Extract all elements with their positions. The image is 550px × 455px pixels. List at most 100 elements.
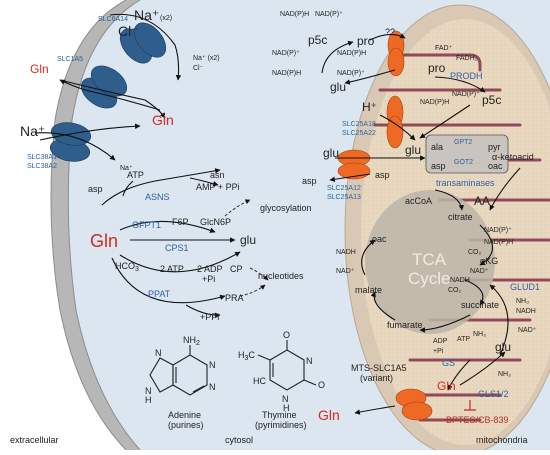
adenine-nh2: NH <box>183 335 196 345</box>
na-label-top: Na⁺ <box>134 7 159 23</box>
arrow-succinate-fumarate <box>419 314 471 333</box>
thymine-h3c-sub: 3 <box>245 355 249 362</box>
slc25a22-label: SLC25A22 <box>342 130 376 137</box>
cl-in: Cl⁻ <box>193 65 204 72</box>
malate-label: malate <box>355 285 382 295</box>
gln-cyto-bottom: Gln <box>318 407 340 423</box>
adenine-n1: N <box>209 360 216 370</box>
p5c-cyto: p5c <box>308 33 327 47</box>
nadp-3: NAD(P)⁺ <box>337 70 365 77</box>
asp-cyto-mid: asp <box>302 176 317 186</box>
adenine-name: Adenine <box>168 410 201 420</box>
label-cytosol: cytosol <box>225 435 253 445</box>
arrow-ppi-out <box>185 304 221 319</box>
atp-label: ATP <box>127 170 144 180</box>
arrow-pra-nucleotides <box>239 284 266 297</box>
asp-mito: asp <box>375 170 390 180</box>
nh3-3: NH₃ <box>498 371 511 378</box>
arrow-citrate-akg <box>479 224 494 266</box>
tca-cycle-zone <box>365 190 495 334</box>
gln-mito: Gln <box>437 379 456 393</box>
arrow-nucleotides <box>249 267 269 281</box>
glu-cyto-top: glu <box>330 80 346 94</box>
label-mitochondria: mitochondria <box>476 435 528 445</box>
gs-label: GS <box>442 358 455 368</box>
adenine-n9: N <box>145 386 152 396</box>
nadh-3: NADH <box>516 308 536 315</box>
arrow-atp-in <box>122 180 134 197</box>
asns-label: ASNS <box>145 192 170 202</box>
slc6a14-label: SLC6A14 <box>98 16 128 23</box>
adenine-nh2-sub: 2 <box>196 340 200 347</box>
f6p-label: F6P <box>172 217 189 227</box>
pra-label: PRA <box>225 293 244 303</box>
na-x2-in: Na⁺ (x2) <box>193 55 220 62</box>
arrow-glud1 <box>489 284 509 356</box>
thymine-o-bottom: O <box>318 380 325 390</box>
nh3-1: NH₃ <box>516 298 529 305</box>
x2-label-top: (x2) <box>160 15 172 22</box>
nadp-tca: NAD(P)⁺ <box>484 227 512 234</box>
arrow-ppat <box>111 257 226 304</box>
transaminases-label: transaminases <box>436 178 495 188</box>
adenine-structure <box>149 345 208 396</box>
gln-extracellular-top: Gln <box>30 62 49 76</box>
tca-label-2: Cycle <box>408 269 451 288</box>
thymine-hc: HC <box>253 376 266 386</box>
arrow-akg-succinate <box>464 279 486 306</box>
cp-label: CP <box>230 264 243 274</box>
nad-1: NAD⁺ <box>336 268 355 275</box>
pi-label-gs: +Pi <box>433 348 444 355</box>
citrate-label: citrate <box>448 212 473 222</box>
adenine-h: H <box>145 395 152 405</box>
succinate-label: succinate <box>461 300 499 310</box>
arrow-na-cl-in <box>109 13 182 81</box>
label-extracellular: extracellular <box>10 435 59 445</box>
amp-ppi-label: AMP + PPi <box>196 182 240 192</box>
nadh-1: NADH <box>336 249 356 256</box>
arrow-gln-out-mito <box>354 405 396 415</box>
unknown-transporter: ?? <box>385 27 395 37</box>
arrow-pro-in <box>369 33 406 41</box>
thymine-class: (pyrimidines) <box>255 420 307 430</box>
mitochondrion <box>344 4 550 455</box>
thymine-h3c: H <box>238 350 245 360</box>
arrow-glu-a18 <box>379 114 416 141</box>
nadp-2: NAD(P)⁺ <box>272 50 300 57</box>
arrow-pro-glu-cyto <box>344 69 396 85</box>
arrow-amp-out <box>189 177 219 187</box>
arrow-glycosylation <box>224 199 251 217</box>
tca-label-1: TCA <box>412 250 447 269</box>
pyr-label: pyr <box>488 142 501 152</box>
arrow-p5c-pro <box>321 40 354 74</box>
slc38a1-label: SLC38A1 <box>27 154 57 161</box>
adenine-n3: N <box>209 382 216 392</box>
akg-label: αKG <box>480 256 498 266</box>
aa-label: AA <box>474 194 490 208</box>
arrow-cp <box>119 251 241 273</box>
ppat-label: PPAT <box>148 289 171 299</box>
oac-box: oac <box>488 161 503 171</box>
nadph-1: NAD(P)H <box>280 11 309 18</box>
svg-text:H3C: H3C <box>238 350 255 362</box>
thymine-name: Thymine <box>262 410 297 420</box>
pro-cyto: pro <box>357 34 375 48</box>
a-ketoacid-label: α-ketoacid <box>492 152 534 162</box>
p5c-mito: p5c <box>482 93 501 107</box>
thymine-n-right: N <box>306 356 313 366</box>
arrow-asns <box>101 168 221 206</box>
hco3-label: HCO <box>115 261 135 271</box>
thymine-h3c-c: C <box>248 350 255 360</box>
arrow-accoa-citrate <box>434 189 465 211</box>
arrow-fumarate-malate <box>370 291 396 321</box>
slc25a12-label: SLC25A12 <box>327 185 361 192</box>
glu-mito: glu <box>405 143 421 157</box>
co2-1: CO₂ <box>468 249 482 256</box>
gfpt1-label: GFPT1 <box>132 220 161 230</box>
slc6a14-transporter <box>119 22 167 64</box>
slc25a13-label: SLC25A13 <box>327 194 361 201</box>
nad-2: NAD⁺ <box>470 268 489 275</box>
h-plus: H⁺ <box>362 100 377 114</box>
two-adp-label: 2 ADP <box>197 264 223 274</box>
